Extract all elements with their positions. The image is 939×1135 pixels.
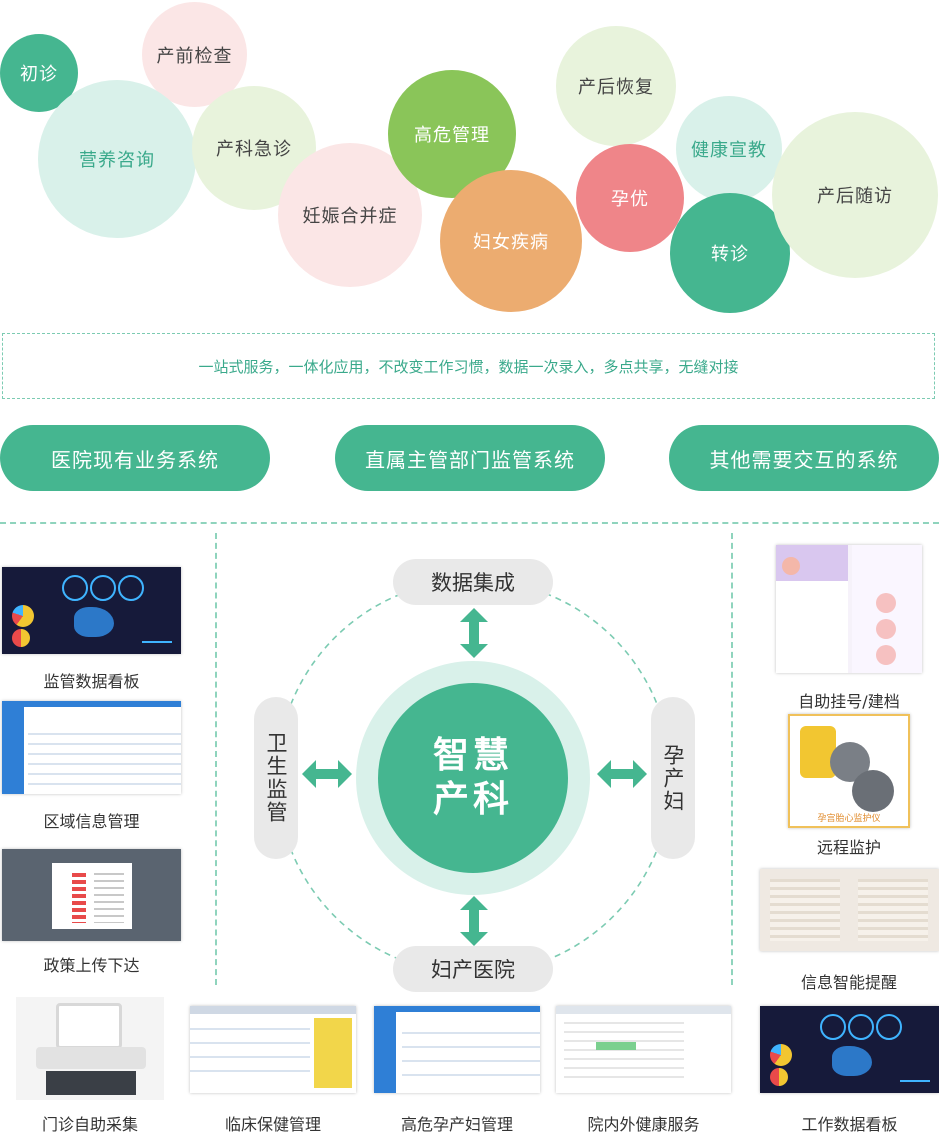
thumb-high-risk <box>374 1006 540 1093</box>
caption-high-risk: 高危孕产妇管理 <box>400 1115 513 1134</box>
caption-work-dashboard: 工作数据看板 <box>801 1115 898 1134</box>
caption-policy: 政策上传下达 <box>43 956 140 975</box>
node-data-integration: 数据集成 <box>393 559 553 605</box>
bubble-funv: 妇女疾病 <box>440 170 582 312</box>
left-divider <box>215 533 217 985</box>
arrow-top-icon <box>460 608 488 658</box>
bubble-chanqian: 产前检查 <box>142 2 247 107</box>
arrow-bottom-icon <box>460 896 488 946</box>
system-pill-supervision: 直属主管部门监管系统 <box>335 425 605 491</box>
center-title-line2: 产科 <box>432 779 513 820</box>
center-circle: 智慧 产科 <box>378 683 568 873</box>
bubble-yingyang: 营养咨询 <box>38 80 196 238</box>
thumb-remote-monitor: 孕宫胎心监护仪 <box>788 714 910 828</box>
thumb-outpatient-kiosk <box>16 997 164 1100</box>
bubble-yunyou: 孕优 <box>576 144 684 252</box>
arrow-left-icon <box>302 760 352 788</box>
thumb-policy <box>2 849 181 941</box>
thumb-smart-reminder <box>760 869 939 951</box>
thumb-health-services <box>556 1006 731 1093</box>
node-pregnant-women: 孕产妇 <box>651 697 695 859</box>
right-divider <box>731 533 733 985</box>
thumb-regional-info <box>2 701 181 794</box>
arrow-right-icon <box>597 760 647 788</box>
caption-self-registration: 自助挂号/建档 <box>798 692 900 711</box>
system-pill-other: 其他需要交互的系统 <box>669 425 939 491</box>
thumb-clinical-care <box>190 1006 356 1093</box>
thumb-work-dashboard <box>760 1006 939 1093</box>
caption-clinical-care: 临床保健管理 <box>224 1115 321 1134</box>
bubble-suifang: 产后随访 <box>772 112 938 278</box>
system-pill-hospital: 医院现有业务系统 <box>0 425 270 491</box>
center-title-line1: 智慧 <box>432 735 513 776</box>
tagline-box: 一站式服务，一体化应用，不改变工作习惯，数据一次录入，多点共享，无缝对接 <box>2 333 935 399</box>
thumb-self-registration <box>776 545 922 673</box>
bubble-jiankang: 健康宣教 <box>676 96 782 202</box>
caption-smart-reminder: 信息智能提醒 <box>800 973 897 992</box>
node-hospital: 妇产医院 <box>393 946 553 992</box>
device-label: 孕宫胎心监护仪 <box>817 814 881 824</box>
bubble-chanhou: 产后恢复 <box>556 26 676 146</box>
caption-health-services: 院内外健康服务 <box>587 1115 700 1134</box>
caption-remote-monitor: 远程监护 <box>816 838 881 857</box>
tagline-text: 一站式服务，一体化应用，不改变工作习惯，数据一次录入，多点共享，无缝对接 <box>198 357 739 376</box>
bubble-chuzhen: 初诊 <box>0 34 78 112</box>
caption-outpatient-kiosk: 门诊自助采集 <box>41 1115 138 1134</box>
bubble-zhuanzhen: 转诊 <box>670 193 790 313</box>
caption-regional-info: 区域信息管理 <box>43 812 140 831</box>
thumb-supervision-dashboard <box>2 567 181 654</box>
node-health-supervision: 卫生监管 <box>254 697 298 859</box>
caption-supervision-dashboard: 监管数据看板 <box>43 672 140 691</box>
section-divider <box>0 522 939 524</box>
